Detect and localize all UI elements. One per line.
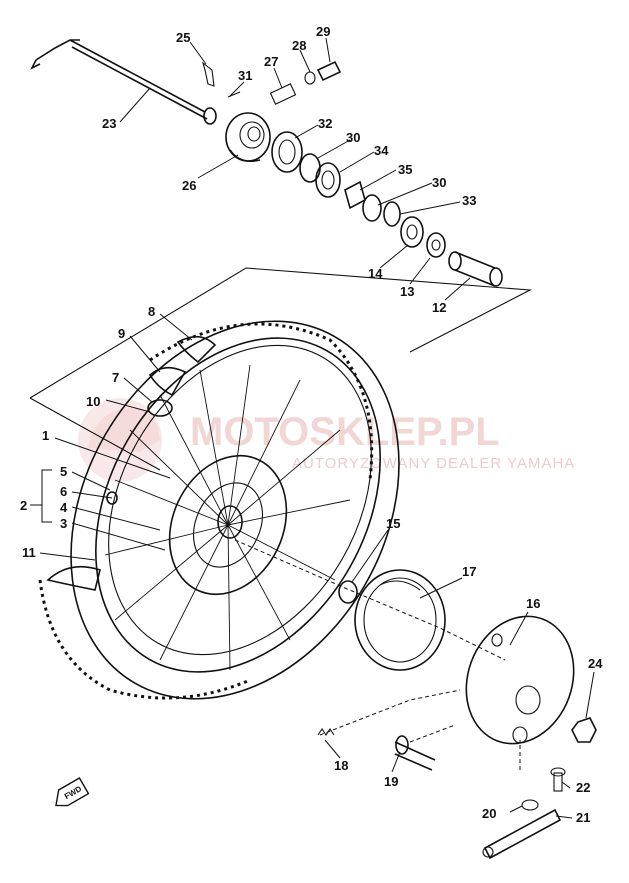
callout-28: 28 <box>292 38 306 53</box>
callout-29: 29 <box>316 24 330 39</box>
callout-1: 1 <box>42 428 49 443</box>
fwd-badge: FWD <box>55 777 90 807</box>
callout-30b: 30 <box>432 175 446 190</box>
callout-13: 13 <box>400 284 414 299</box>
callout-23: 23 <box>102 116 116 131</box>
watermark: MOTOSKLEP.PL AUTORYZOWANY DEALER YAMAHA <box>78 398 575 482</box>
callout-25: 25 <box>176 30 190 45</box>
bearing-stack <box>271 131 503 287</box>
callout-32: 32 <box>318 116 332 131</box>
callout-14: 14 <box>368 266 383 281</box>
callout-4: 4 <box>60 500 68 515</box>
callout-30a: 30 <box>346 130 360 145</box>
callout-5: 5 <box>60 464 67 479</box>
callout-2: 2 <box>20 498 27 513</box>
callout-3: 3 <box>60 516 67 531</box>
callout-19: 19 <box>384 774 398 789</box>
callout-26: 26 <box>182 178 196 193</box>
callout-24: 24 <box>588 656 603 671</box>
callout-34: 34 <box>374 143 389 158</box>
watermark-subtitle: AUTORYZOWANY DEALER YAMAHA <box>292 455 575 472</box>
callout-17: 17 <box>462 564 476 579</box>
brake-plate <box>317 615 597 860</box>
callout-labels: 1 2 3 4 5 6 7 8 9 10 11 12 13 14 15 16 1… <box>20 24 603 825</box>
callout-7: 7 <box>112 370 119 385</box>
callout-31: 31 <box>238 68 252 83</box>
watermark-brand: MOTOSKLEP.PL <box>190 410 500 454</box>
assembly-guides <box>29 267 532 770</box>
callout-9: 9 <box>118 326 125 341</box>
callout-22: 22 <box>576 780 590 795</box>
callout-27: 27 <box>264 54 278 69</box>
speedometer-gear-unit <box>225 60 342 163</box>
callout-18: 18 <box>334 758 348 773</box>
front-axle <box>30 39 217 125</box>
callout-20: 20 <box>482 806 496 821</box>
front-wheel <box>38 320 400 700</box>
brake-shoes <box>338 569 446 671</box>
callout-8: 8 <box>148 304 155 319</box>
callout-6: 6 <box>60 484 67 499</box>
callout-16: 16 <box>526 596 540 611</box>
leader-lines <box>30 37 595 819</box>
callout-35: 35 <box>398 162 412 177</box>
callout-21: 21 <box>576 810 590 825</box>
callout-15: 15 <box>386 516 400 531</box>
callout-33: 33 <box>462 193 476 208</box>
callout-11: 11 <box>22 545 36 560</box>
callout-10: 10 <box>86 394 100 409</box>
callout-12: 12 <box>432 300 446 315</box>
